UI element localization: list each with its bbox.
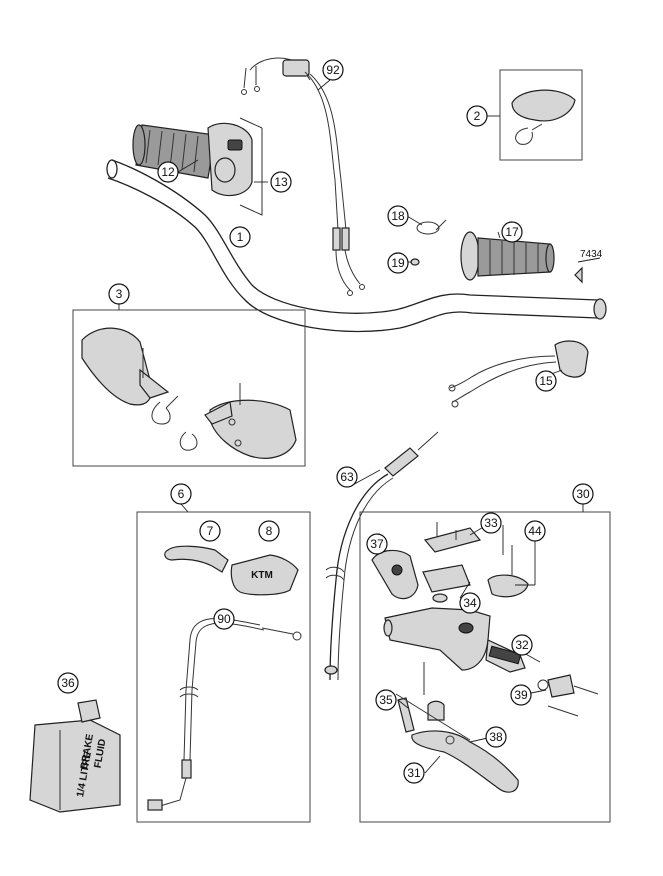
svg-text:30: 30 [576,487,590,501]
svg-text:12: 12 [161,165,175,179]
throttle-grip [132,117,263,216]
svg-text:7: 7 [207,524,214,538]
callout-2[interactable]: 2 [466,105,488,127]
callout-35[interactable]: 35 [375,689,397,711]
svg-text:36: 36 [61,676,75,690]
callout-38[interactable]: 38 [485,726,507,748]
bottle-label-line2: FLUID [93,738,109,769]
svg-text:19: 19 [391,256,405,270]
svg-text:44: 44 [528,524,542,538]
throttle-cables [241,57,365,296]
brake-fluid-bottle: BRAKE FLUID 1/4 LITRE [29,699,121,813]
callout-37[interactable]: 37 [366,533,388,555]
clutch-cable [324,431,439,681]
svg-text:39: 39 [514,688,528,702]
svg-text:3: 3 [116,287,123,301]
svg-text:2: 2 [474,109,481,123]
callout-44[interactable]: 44 [524,520,546,542]
svg-text:13: 13 [274,175,288,189]
handlebar [106,159,607,333]
svg-text:34: 34 [463,596,477,610]
svg-text:63: 63 [340,470,354,484]
callout-18[interactable]: 18 [387,205,409,227]
callout-7[interactable]: 7 [199,520,221,542]
callout-34[interactable]: 34 [459,592,481,614]
svg-text:37: 37 [370,537,384,551]
left-grip [410,219,601,284]
callout-36[interactable]: 36 [57,672,79,694]
callout-12[interactable]: 12 [157,161,179,183]
callout-1[interactable]: 1 [229,226,251,248]
svg-text:90: 90 [217,612,231,626]
callout-8[interactable]: 8 [258,520,280,542]
handguard-mount-box [499,69,583,161]
callout-17[interactable]: 17 [501,221,523,243]
svg-text:6: 6 [178,487,185,501]
svg-text:1: 1 [237,230,244,244]
callout-6[interactable]: 6 [170,483,192,505]
svg-text:15: 15 [539,374,553,388]
callout-30[interactable]: 30 [572,483,594,505]
brake-master-cylinder-box [359,511,611,823]
svg-text:92: 92 [326,63,340,77]
callout-39[interactable]: 39 [510,684,532,706]
clutch-lever-box: KTM [136,511,311,823]
callout-3[interactable]: 3 [108,283,130,305]
svg-text:31: 31 [407,766,421,780]
svg-text:33: 33 [484,516,498,530]
svg-text:38: 38 [489,730,503,744]
callout-90[interactable]: 90 [213,608,235,630]
callout-13[interactable]: 13 [270,171,292,193]
handguard-set-box [72,309,306,467]
svg-text:17: 17 [505,225,519,239]
callout-31[interactable]: 31 [403,762,425,784]
callout-19[interactable]: 19 [387,252,409,274]
callout-15[interactable]: 15 [535,370,557,392]
svg-text:8: 8 [266,524,273,538]
clutch-cover-logo: KTM [251,570,273,581]
svg-text:32: 32 [515,638,529,652]
callout-63[interactable]: 63 [336,466,358,488]
svg-text:18: 18 [391,209,405,223]
part-number-label: 7434 [580,249,603,260]
callout-32[interactable]: 32 [511,634,533,656]
callout-33[interactable]: 33 [480,512,502,534]
kill-switch [448,340,589,408]
callout-92[interactable]: 92 [322,59,344,81]
svg-text:35: 35 [379,693,393,707]
